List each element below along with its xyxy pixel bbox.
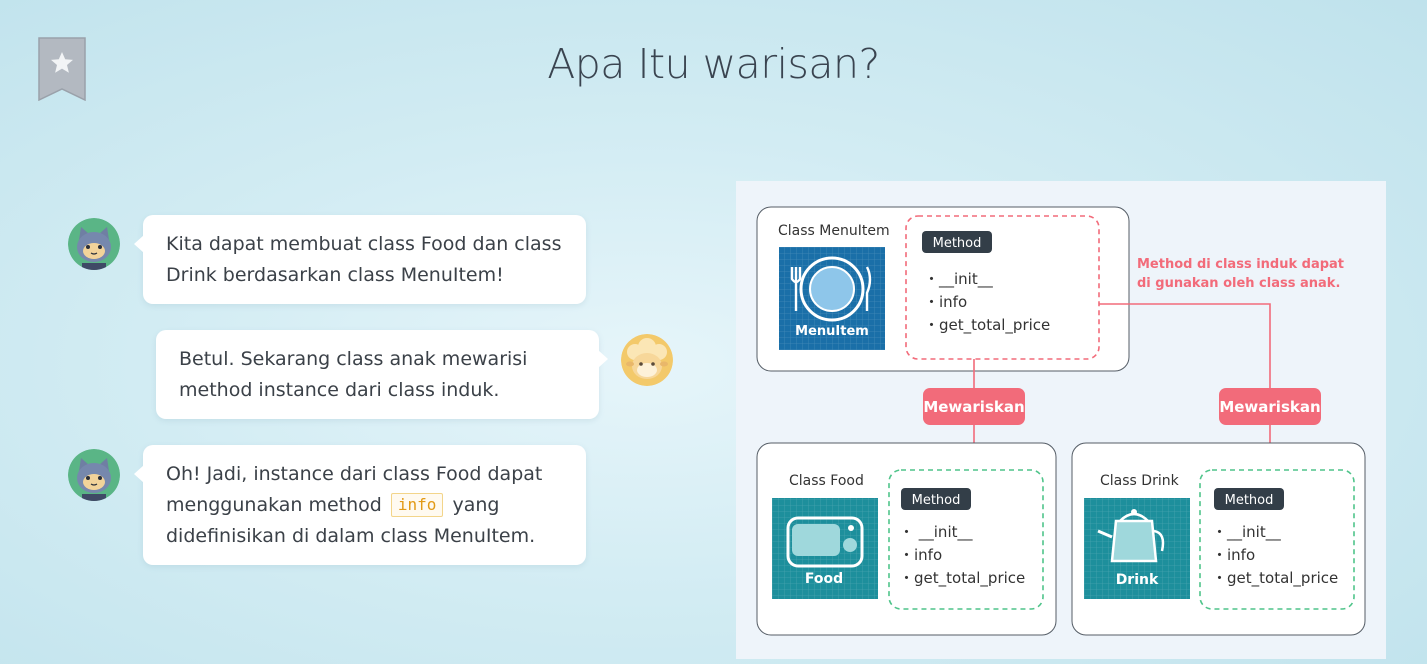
message-text: menggunakan method [166, 494, 382, 516]
chat-message-1: Kita dapat membuat class Food dan class … [134, 215, 586, 304]
parent-class-title: Class MenuItem [778, 223, 890, 239]
method-item: ・info [899, 546, 942, 564]
chat-message-3: Oh! Jadi, instance dari class Food dapat… [134, 445, 586, 565]
inherit-label: Mewariskan [1219, 398, 1320, 416]
diagram-note-line: di gunakan oleh class anak. [1137, 276, 1340, 291]
method-item: ・info [1212, 546, 1255, 564]
drink-class-title: Class Drink [1100, 473, 1180, 489]
method-badge [1214, 488, 1284, 510]
page-title: Apa Itu warisan? [547, 40, 880, 88]
method-item: ・info [924, 293, 967, 311]
method-badge [922, 231, 992, 253]
method-item: ・get_total_price [899, 569, 1025, 588]
message-line: Oh! Jadi, instance dari class Food dapat [166, 463, 543, 485]
method-badge [901, 488, 971, 510]
method-item: ・get_total_price [924, 316, 1050, 335]
method-item: ・ __init__ [899, 523, 973, 542]
message-line: Betul. Sekarang class anak mewarisi [179, 348, 528, 370]
drink-icon: Drink [1084, 498, 1190, 599]
message-line: didefinisikan di dalam class MenuItem. [166, 525, 536, 547]
food-icon-label: Food [805, 571, 843, 587]
method-item: ・__init__ [1212, 523, 1281, 542]
message-line: Drink berdasarkan class MenuItem! [166, 264, 504, 286]
cat-avatar [68, 218, 120, 270]
cat-avatar [68, 449, 120, 501]
method-item: ・get_total_price [1212, 569, 1338, 588]
method-badge-label: Method [1225, 493, 1274, 508]
chat-message-2: Betul. Sekarang class anak mewarisi meth… [156, 330, 608, 419]
message-line: menggunakan method info yang [166, 490, 564, 521]
food-icon: Food [772, 498, 878, 599]
sheep-avatar [621, 334, 673, 386]
inherit-label-box [923, 388, 1025, 425]
menuitem-icon-label: MenuItem [795, 324, 869, 339]
inherit-label-box [1219, 388, 1321, 425]
menuitem-icon: MenuItem [779, 247, 885, 350]
message-line: Kita dapat membuat class Food dan class [166, 233, 562, 255]
message-text: yang [452, 494, 500, 516]
inline-code: info [390, 493, 444, 517]
method-badge-label: Method [933, 236, 982, 251]
method-item: ・__init__ [924, 270, 993, 289]
diagram-note-line: Method di class induk dapat [1137, 257, 1344, 272]
drink-icon-label: Drink [1116, 572, 1159, 588]
inherit-label: Mewariskan [923, 398, 1024, 416]
inheritance-diagram: Class MenuItem MenuItem Method ・__init__… [736, 181, 1386, 659]
message-line: method instance dari class induk. [179, 379, 500, 401]
method-badge-label: Method [912, 493, 961, 508]
bookmark-icon[interactable] [38, 37, 86, 102]
food-class-title: Class Food [789, 473, 864, 489]
